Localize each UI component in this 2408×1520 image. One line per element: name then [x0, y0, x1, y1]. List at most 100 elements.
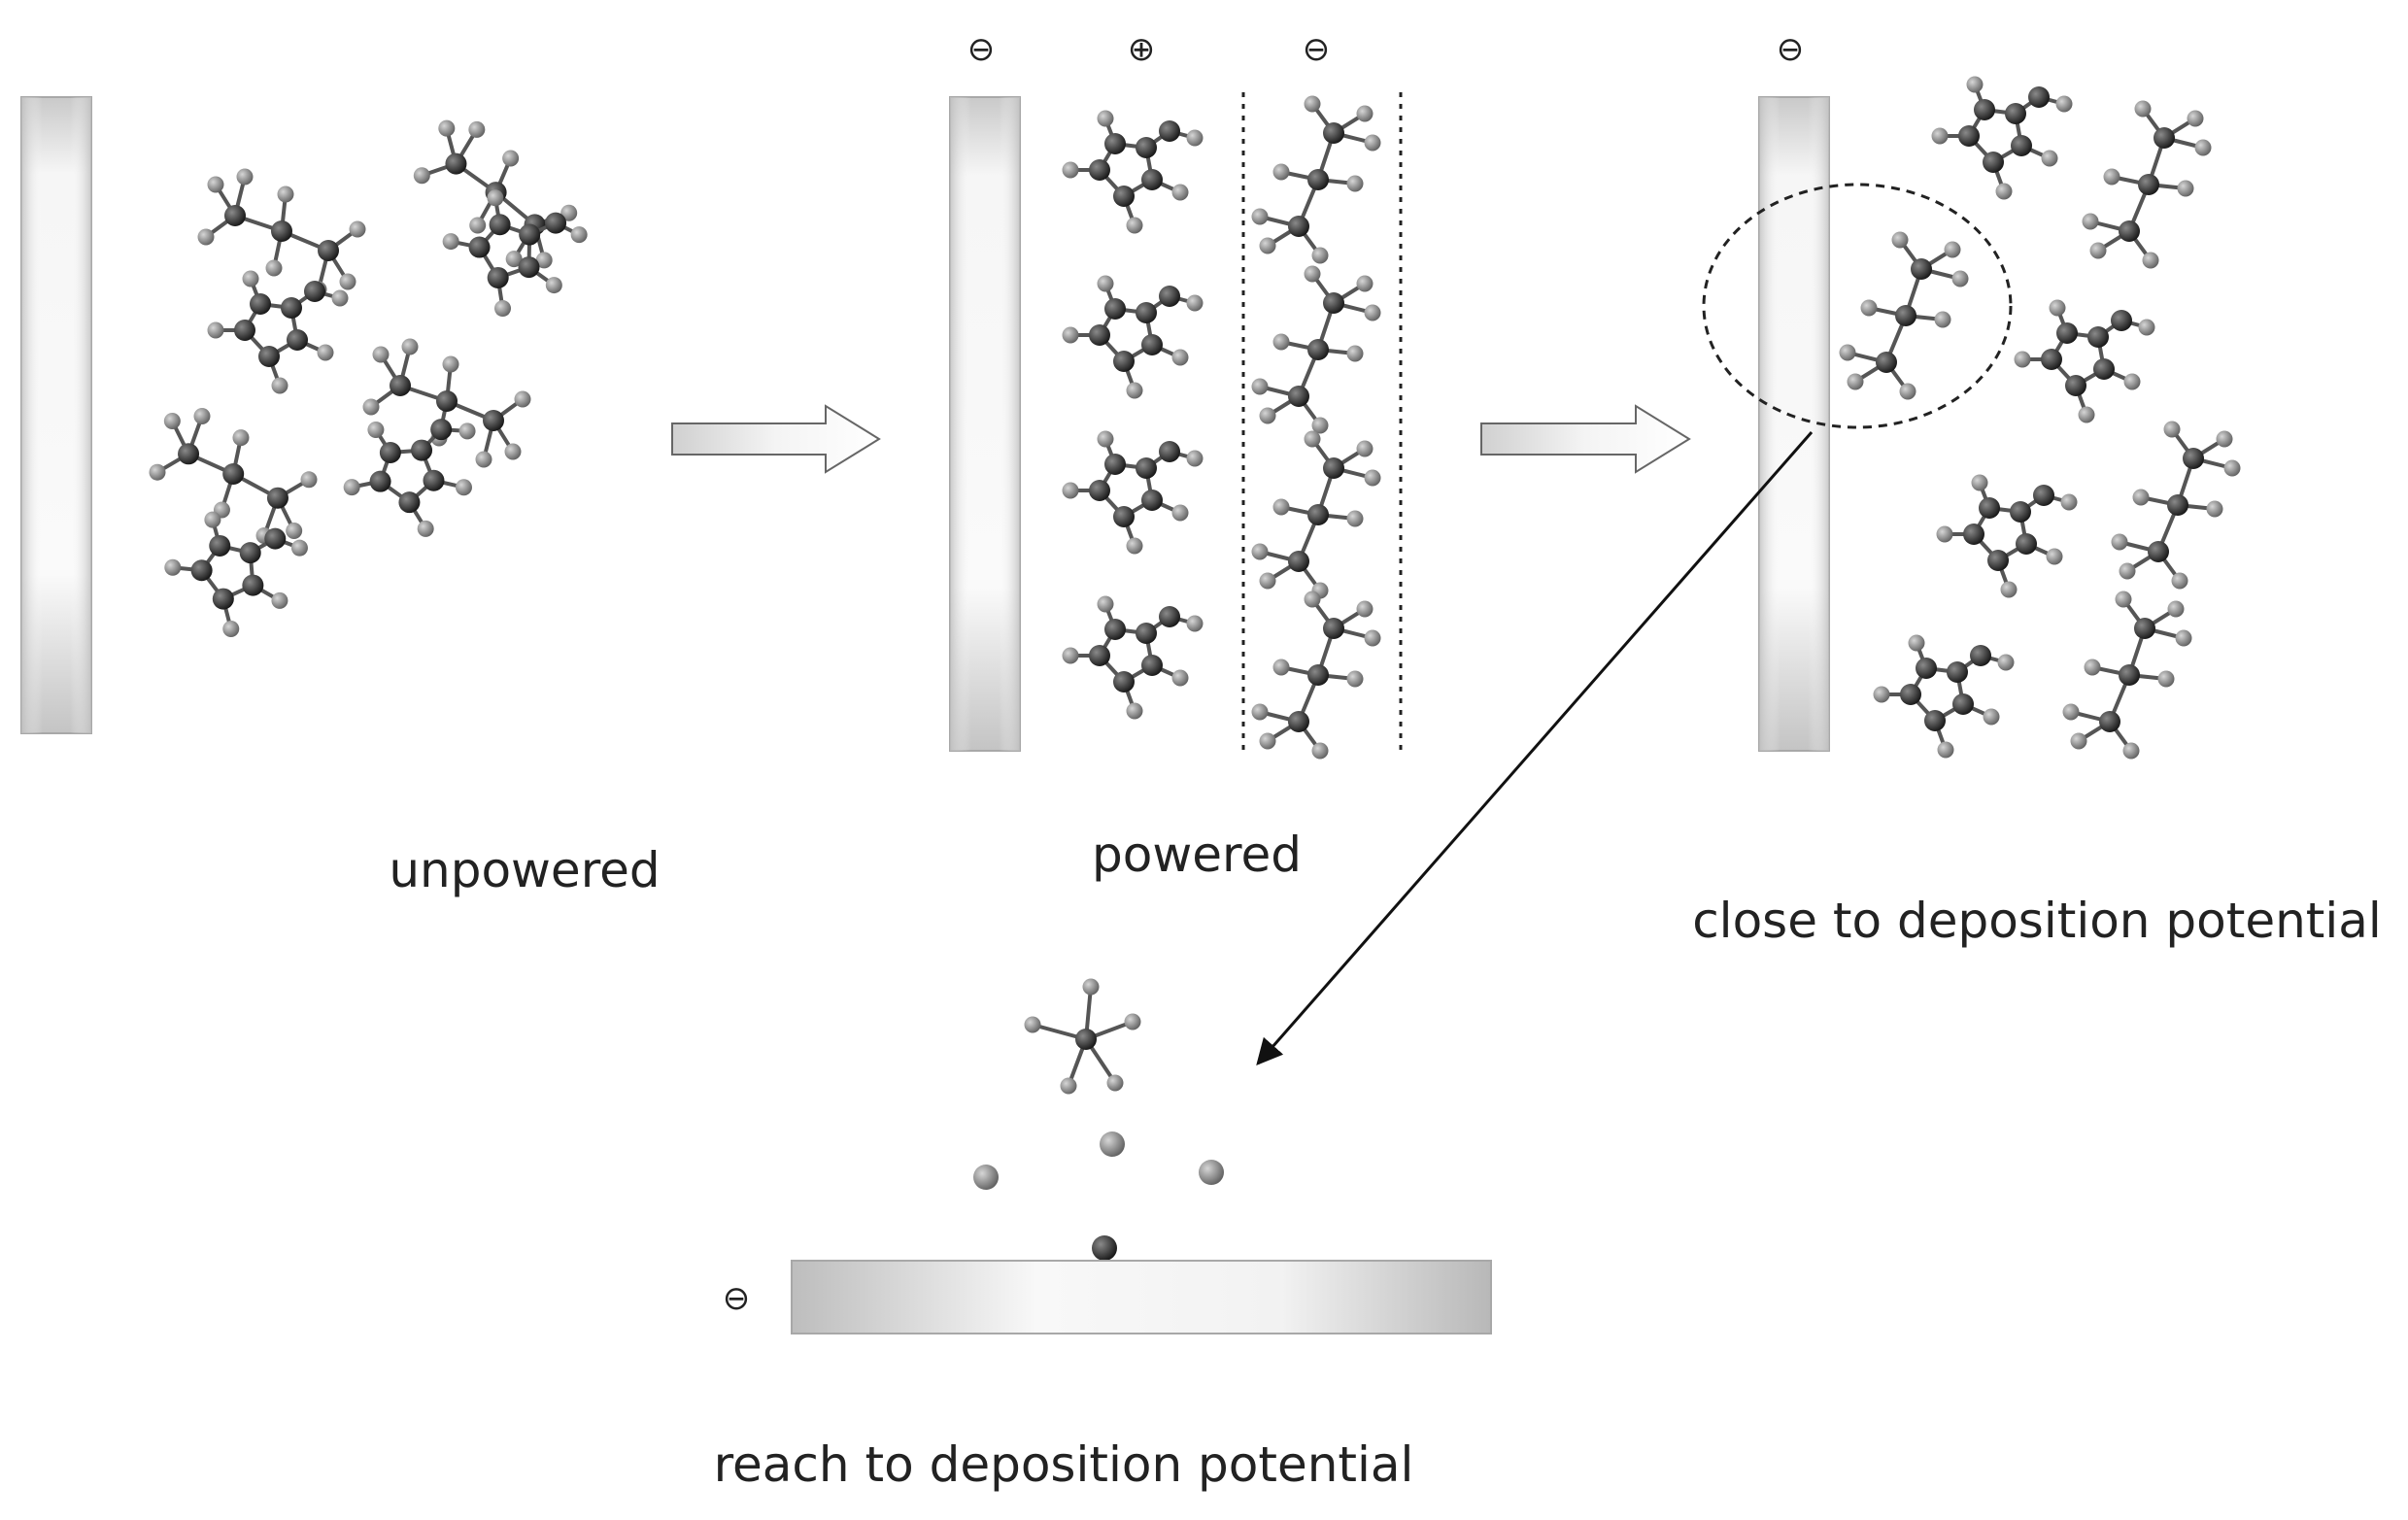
light-atom: [362, 398, 380, 416]
light-atom: [494, 300, 512, 318]
electrode-unpowered: [20, 96, 92, 734]
light-atom: [271, 591, 288, 609]
heavy-atom: [2087, 326, 2109, 348]
light-atom: [487, 189, 504, 207]
light-atom: [1364, 304, 1381, 321]
light-atom: [1364, 469, 1381, 487]
light-atom: [442, 355, 459, 373]
heavy-atom: [1895, 305, 1916, 326]
heavy-atom: [178, 443, 200, 465]
light-atom: [2175, 629, 2192, 647]
light-atom: [1171, 349, 1189, 366]
light-atom: [1186, 129, 1204, 147]
light-atom: [1995, 183, 2013, 200]
heavy-atom: [266, 487, 288, 509]
light-atom: [1356, 600, 1374, 618]
heavy-atom: [224, 205, 246, 226]
heavy-atom: [1159, 286, 1180, 307]
light-atom: [286, 523, 303, 540]
heavy-atom: [1159, 606, 1180, 627]
heavy-atom: [483, 410, 504, 431]
heavy-atom: [1958, 125, 1980, 147]
light-atom: [372, 346, 390, 363]
heavy-atom: [436, 390, 458, 412]
released-atom: [1199, 1160, 1224, 1185]
heavy-atom: [398, 491, 421, 514]
heavy-atom: [1113, 351, 1135, 372]
heavy-atom: [2183, 448, 2205, 470]
light-atom: [343, 479, 360, 496]
heavy-atom: [2093, 358, 2115, 380]
heavy-atom: [445, 152, 467, 175]
light-atom: [1908, 634, 1925, 652]
heavy-atom: [1307, 339, 1329, 360]
light-atom: [2115, 591, 2132, 608]
heavy-atom: [1947, 661, 1968, 683]
panel-powered: ⊖ ⊕ ⊖ powered: [949, 30, 1403, 883]
heavy-atom: [1141, 169, 1163, 190]
panel-close-to-deposition: ⊖ close to deposition potential: [1256, 30, 2382, 1066]
light-atom: [1060, 1077, 1077, 1095]
heavy-atom: [234, 320, 255, 341]
negative-sign-electrode-close: ⊖: [1777, 30, 1805, 69]
light-atom: [2132, 489, 2150, 506]
light-atom: [339, 273, 356, 290]
heavy-atom: [1136, 623, 1157, 644]
heavy-atom: [190, 559, 213, 582]
light-atom: [290, 539, 308, 557]
heavy-atom: [222, 463, 245, 486]
negative-sign-layer: ⊖: [1303, 30, 1331, 69]
light-atom: [2171, 572, 2188, 590]
light-atom: [207, 321, 224, 339]
heavy-atom: [2028, 86, 2050, 108]
light-atom: [1186, 615, 1204, 632]
cation-ring-molecule: [164, 511, 308, 638]
light-atom: [1934, 311, 1951, 328]
light-atom: [1106, 1074, 1124, 1092]
panel-reach-deposition: ⊖ reach to deposition potential: [714, 978, 1492, 1493]
light-atom: [468, 120, 486, 138]
heavy-atom: [468, 236, 491, 258]
light-atom: [2167, 600, 2185, 618]
light-atom: [242, 270, 259, 287]
light-atom: [1936, 525, 1953, 543]
heavy-atom: [287, 329, 308, 351]
heavy-atom: [390, 375, 411, 396]
heavy-atom: [2167, 494, 2188, 516]
light-atom: [458, 422, 476, 440]
anion-chain-molecule: [362, 338, 531, 468]
heavy-atom: [518, 256, 540, 279]
light-atom: [2084, 659, 2101, 676]
light-atom: [1997, 654, 2015, 671]
light-atom: [2138, 319, 2155, 336]
light-atom: [1873, 686, 1890, 703]
heavy-atom: [1089, 645, 1110, 666]
heavy-atom: [1075, 1029, 1097, 1050]
light-atom: [232, 429, 250, 447]
cation-ring-molecule: [2014, 299, 2155, 423]
light-atom: [2060, 493, 2078, 511]
heavy-atom: [1875, 351, 1897, 373]
heavy-atom: [1323, 292, 1345, 315]
light-atom: [2177, 180, 2194, 197]
anion-chain-molecule: [1839, 231, 1969, 400]
light-atom: [317, 344, 334, 361]
light-atom: [2062, 703, 2080, 721]
heavy-atom: [1104, 619, 1126, 640]
light-atom: [1944, 241, 1961, 258]
anion-chain-molecule: [1251, 265, 1381, 434]
light-atom: [514, 390, 531, 408]
heavy-atom: [250, 293, 271, 315]
light-atom: [2142, 252, 2159, 269]
light-atom: [475, 451, 492, 468]
heavy-atom: [1141, 490, 1163, 511]
light-atom: [1251, 208, 1269, 225]
heavy-atom: [369, 470, 391, 492]
caption-close-to-deposition: close to deposition potential: [1692, 893, 2382, 949]
light-atom: [1937, 741, 1954, 759]
transition-arrow-2: [1480, 404, 1691, 474]
light-atom: [505, 251, 523, 268]
light-atom: [1839, 344, 1856, 361]
heavy-atom: [545, 212, 567, 234]
light-atom: [1364, 629, 1381, 647]
